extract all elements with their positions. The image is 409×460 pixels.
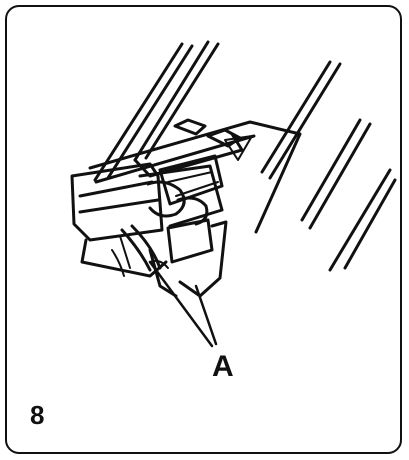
callout-label-a: A — [212, 350, 234, 383]
wire-bundle — [111, 224, 169, 277]
figure-frame — [5, 5, 402, 454]
callout-leader-lines — [148, 260, 218, 348]
step-number: 8 — [30, 400, 45, 430]
rail-lines — [93, 40, 397, 272]
connector-housing — [88, 118, 302, 234]
latch-block — [70, 162, 228, 298]
